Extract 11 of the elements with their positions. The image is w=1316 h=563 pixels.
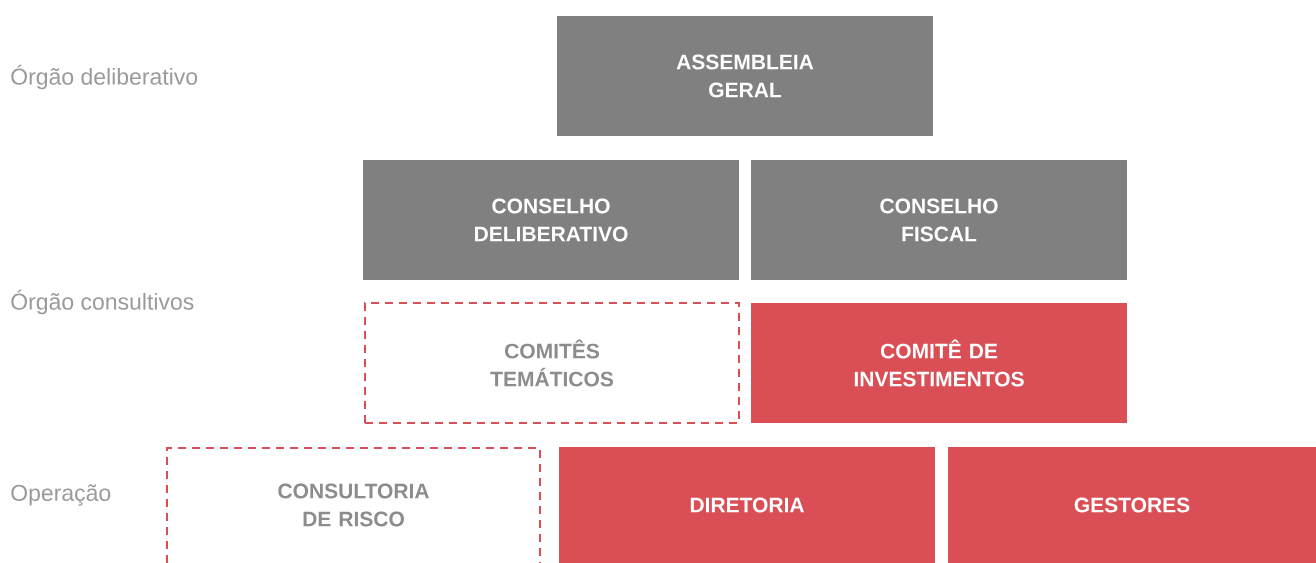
board-box: CONSELHO FISCAL <box>751 160 1127 280</box>
committee-box: COMITÊ DE INVESTIMENTOS <box>751 303 1127 423</box>
board-box: CONSELHO DELIBERATIVO <box>363 160 739 280</box>
board-box: ASSEMBLEIA GERAL <box>557 16 933 136</box>
level-label: Órgão deliberativo <box>11 64 198 90</box>
level-label: Operação <box>11 484 111 506</box>
dashed-box: CONSULTORIA DE RISCO <box>166 447 541 563</box>
committee-box: DIRETORIA <box>559 447 935 563</box>
level-label: Órgão consultivos <box>11 289 194 315</box>
committee-box: GESTORES <box>948 447 1316 563</box>
dashed-box: COMITÊS TEMÁTICOS <box>364 302 740 424</box>
